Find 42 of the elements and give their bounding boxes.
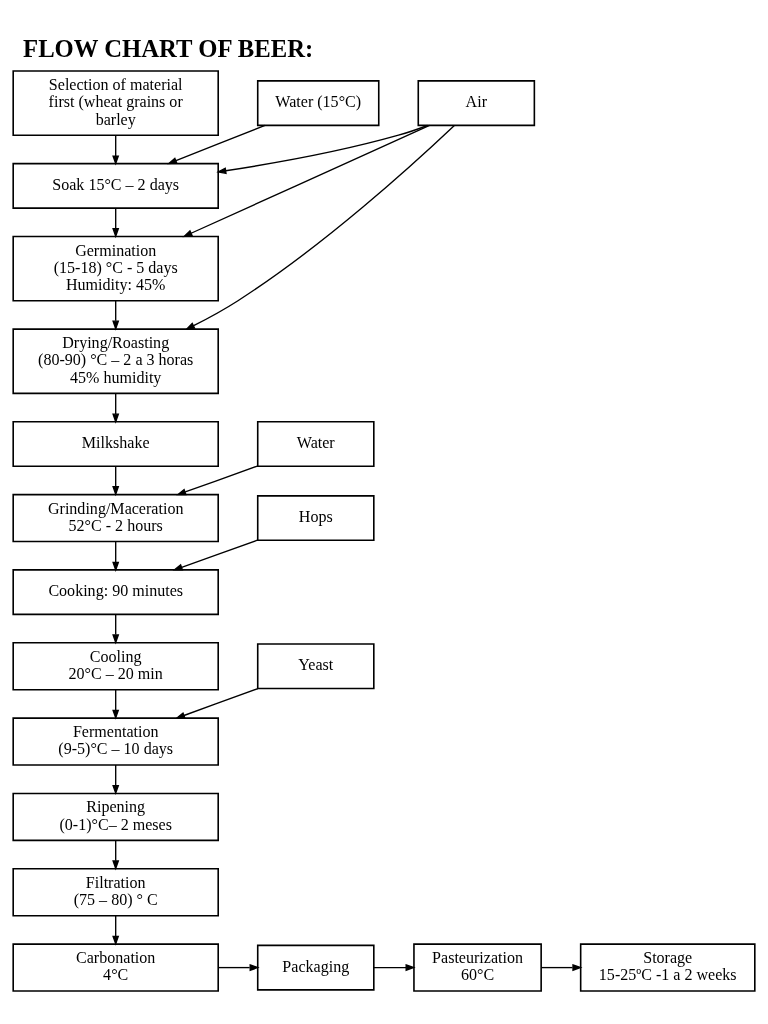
arrow — [112, 688, 120, 720]
node-box: Ripening (0-1)°C– 2 meses — [12, 792, 219, 841]
node-box: Hops — [256, 494, 375, 541]
diagram-title: FLOW CHART OF BEER: — [23, 34, 314, 62]
node-box: Packaging — [256, 944, 375, 991]
arrow — [112, 914, 120, 946]
node-box: Filtration (75 – 80) ° C — [12, 867, 219, 917]
node-box: Drying/Roasting (80-90) °C – 2 a 3 horas 45% humidity — [12, 327, 219, 394]
arrow — [217, 963, 260, 971]
node-box: Pasteurization 60°C — [413, 942, 542, 992]
arrow — [112, 763, 120, 795]
arrow — [112, 540, 120, 572]
node-box: Germination (15-18) °C - 5 days Humidity: 45% — [12, 235, 219, 301]
node-box: Cooling 20°C – 20 min — [12, 641, 219, 691]
node-box: Yeast — [256, 642, 375, 689]
node-box: Carbonation 4°C — [12, 942, 219, 992]
arrow — [112, 134, 120, 166]
node-box: Soak 15°C – 2 days — [12, 162, 219, 209]
node-box: Water (15°C) — [256, 79, 380, 126]
node-box: Grinding/Maceration 52°C - 2 hours — [12, 493, 219, 542]
arrow — [112, 299, 120, 331]
arrow — [112, 613, 120, 644]
node-box: Storage 15-25ºC -1 a 2 weeks — [579, 942, 756, 992]
arrow — [112, 465, 120, 496]
node-box: Milkshake — [12, 420, 219, 467]
arrow — [112, 207, 120, 238]
arrow — [216, 124, 429, 174]
node-box: Fermentation (9-5)°C – 10 days — [12, 716, 219, 766]
arrow — [172, 539, 259, 571]
arrow — [373, 963, 416, 971]
arrow — [175, 687, 259, 719]
node-box: Air — [417, 79, 536, 126]
arrow — [167, 124, 266, 164]
node-box: Cooking: 90 minutes — [12, 568, 219, 615]
node-box: Selection of material first (wheat grains or barley — [12, 69, 219, 136]
node-box: Water — [256, 420, 375, 467]
arrow — [176, 464, 259, 495]
arrow — [112, 839, 120, 870]
arrow — [184, 124, 456, 330]
arrow — [182, 124, 431, 237]
arrow — [540, 963, 583, 971]
arrow — [112, 392, 120, 424]
